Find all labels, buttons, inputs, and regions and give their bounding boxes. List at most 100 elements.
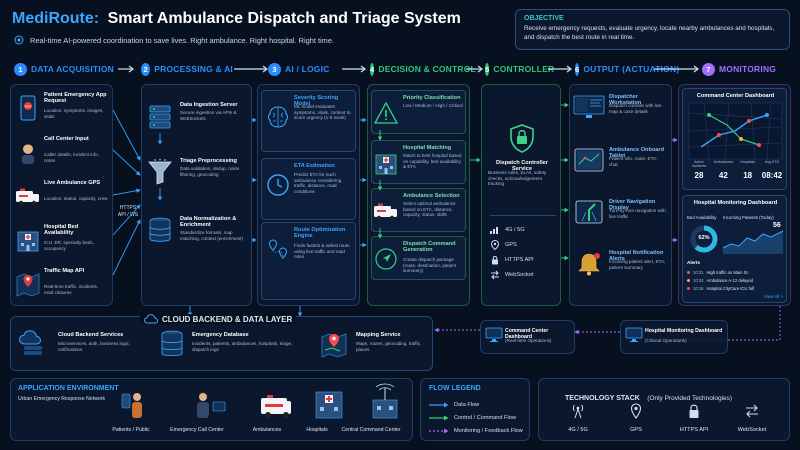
legend-label: Control / Command Flow [454, 414, 516, 421]
item-desc: Caller details, incident info, notes [44, 152, 99, 163]
brand-name: MediRoute: [12, 10, 100, 27]
item-icon-wrap [573, 147, 605, 175]
item-desc: Data validation, dedup, noise filtering,… [180, 166, 240, 177]
actor-label: Emergency Call Center [170, 427, 224, 433]
incoming-label: Incoming Patients (Today) [723, 215, 774, 220]
ambulance-icon [261, 395, 291, 418]
item-title: Severity Scoring Model [294, 95, 339, 107]
backend-item: Mapping Service Maps, routes, geocoding,… [320, 328, 432, 366]
item-title: Data Normalization & Enrichment [180, 216, 237, 228]
hospital-dashboard-title: Hospital Monitoring Dashboard [693, 200, 778, 206]
tech-header: TECHNOLOGY STACK (Only Provided Technolo… [565, 387, 732, 405]
patient-person-icon [121, 393, 142, 418]
item-icon-wrap [573, 94, 605, 122]
column-label: MONITORING [719, 64, 777, 74]
stat-value: 28 [694, 171, 704, 180]
column-label: OUTPUT (ACTUATION) [583, 64, 680, 74]
phone-sos-icon: SOS [20, 95, 36, 121]
map-pin-icon [16, 273, 40, 297]
header: MediRoute: Smart Ambulance Dispatch and … [12, 10, 502, 50]
incoming-value: 56 [773, 222, 781, 229]
alert-time: 10:24 [693, 277, 704, 283]
backend-item-title: Cloud Backend Services [58, 332, 124, 338]
legend-arrow-icon [429, 402, 449, 407]
backend-header: CLOUD BACKEND & DATA LAYER [140, 314, 297, 324]
legend-item: Control / Command Flow [429, 411, 529, 424]
workstation-monitor-icon [573, 95, 605, 118]
command-center-dashboard: Command Center Dashboard Active Incident… [682, 88, 787, 190]
tech-item: HTTPS API [669, 403, 719, 439]
alert-text: Hospital CityCare ICU full [706, 285, 754, 291]
controller-desc: Business rules, SLAs, safety checks, ack… [488, 170, 547, 187]
bed-percent: 62% [698, 235, 710, 241]
alert-time: 10:18 [693, 285, 704, 291]
item-title: Data Ingestion Server [180, 102, 238, 108]
item-desc: Finds fastest & safest route using live … [294, 243, 350, 260]
page-title: MediRoute: Smart Ambulance Dispatch and … [12, 10, 461, 28]
tech-label: HTTPS API [679, 427, 709, 433]
item-desc: ML model evaluates symptoms, vitals, con… [294, 104, 351, 121]
incoming-line-chart [722, 230, 784, 254]
hospital-monitoring-dashboard: Hospital Monitoring Dashboard Bed Availa… [682, 195, 787, 303]
legend-arrow-icon [429, 428, 449, 433]
tech-subtitle: (Only Provided Technologies) [647, 395, 733, 402]
swap-arrows-icon [746, 404, 758, 418]
bottom-dashboard-title: Hospital Monitoring Dashboard [645, 328, 723, 334]
step-number: 7 [702, 62, 715, 76]
hospital-dashboard-box: Hospital Monitoring Dashboard (Clinical … [620, 320, 728, 354]
clock-icon [267, 174, 289, 196]
item-icon-wrap [373, 150, 399, 176]
bottom-dashboard-title: Command Center Dashboard [505, 328, 549, 340]
controller-protocols: 4G / 5G GPS HTTPS API WebSocket [490, 215, 556, 295]
route-pin-icon [268, 239, 288, 259]
view-all-link[interactable]: View All > [764, 294, 784, 299]
step-number: 3 [268, 62, 281, 76]
hospital-building-icon [315, 391, 343, 419]
backend-item-desc: Incidents, patients, ambulances, hospita… [192, 341, 293, 352]
hospital-icon [375, 154, 397, 175]
stat-value: 08:42 [761, 171, 783, 180]
bed-donut [690, 225, 718, 253]
column-label: PROCESSING & AI [154, 64, 233, 74]
item-desc: Real-time traffic, incidents, road closu… [44, 284, 99, 295]
step-number: 6 [575, 62, 580, 76]
backend-item-title: Mapping Service [356, 332, 401, 338]
item-icon-wrap [573, 199, 605, 227]
item-title: Ambulance Onboard Tablet [609, 147, 665, 159]
stat-label: Ambulances [713, 160, 734, 164]
item-desc: Turn-by-turn navigation with live traffi… [609, 208, 666, 219]
item-icon-wrap: SOS [14, 94, 42, 122]
backend-item: Emergency Database Incidents, patients, … [160, 328, 310, 366]
app-environment-panel: APPLICATION ENVIRONMENT Urban Emergency … [10, 378, 413, 441]
backend-item-desc: Maps, routes, geocoding, traffic, places [356, 341, 422, 352]
actors-illustration [121, 383, 398, 419]
item-desc: Location, symptoms, images, vitals [44, 108, 104, 119]
stat-value: 42 [718, 171, 728, 180]
bell-icon [578, 253, 600, 276]
map-icon [321, 333, 347, 358]
objective-label: OBJECTIVE [524, 15, 564, 22]
backend-item-desc: Microservices, auth, business logic, not… [58, 341, 131, 352]
legend-item: Monitoring / Feedback Flow [429, 424, 529, 437]
controller-title: Dispatch Controller Service [496, 160, 548, 172]
item-title: Call Center Input [44, 136, 89, 142]
alert-time: 10:31 [693, 269, 704, 275]
item-icon-wrap [264, 171, 292, 199]
item-title: Hospital Notification Alerts [609, 250, 664, 262]
navigation-icon [375, 248, 397, 270]
stat-item: Ambulances 42 [711, 160, 735, 189]
